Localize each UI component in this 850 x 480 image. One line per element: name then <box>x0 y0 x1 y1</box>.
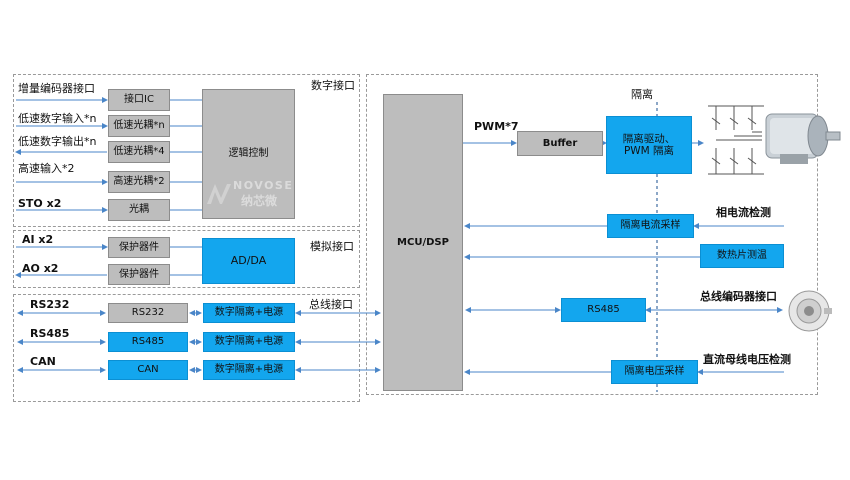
protection-device-block-2: 保护器件 <box>108 264 170 285</box>
protection-device-block-1: 保护器件 <box>108 237 170 258</box>
digital-isolation-power-block-1: 数字隔离+电源 <box>203 303 295 323</box>
analog-interface-frame <box>13 230 360 288</box>
bus-interface-title: 总线接口 <box>309 298 353 311</box>
low-speed-optocoupler-n-block: 低速光耦*n <box>108 115 170 137</box>
can-label: CAN <box>30 355 56 368</box>
digital-isolation-power-block-2: 数字隔离+电源 <box>203 332 295 352</box>
low-speed-digital-input-label: 低速数字输入*n <box>18 112 97 125</box>
isolated-gate-driver-block: 隔离驱动、 PWM 隔离 <box>606 116 692 174</box>
ai-label: AI x2 <box>22 233 54 246</box>
isolated-voltage-sampling-block: 隔离电压采样 <box>611 360 698 384</box>
encoder-image <box>788 290 832 332</box>
thermistor-block: 数热片测温 <box>700 244 784 268</box>
dc-bus-voltage-detect-label: 直流母线电压检测 <box>703 353 791 366</box>
inverter-motor-image <box>708 105 841 175</box>
pwm-label: PWM*7 <box>474 120 519 133</box>
low-speed-digital-output-label: 低速数字输出*n <box>18 135 97 148</box>
sto-label: STO x2 <box>18 197 62 210</box>
high-speed-optocoupler-block: 高速光耦*2 <box>108 171 170 193</box>
bus-encoder-label: 总线编码器接口 <box>700 290 777 303</box>
rs485-isolation-block: RS485 <box>561 298 646 322</box>
encoder-input-label: 增量编码器接口 <box>18 82 95 95</box>
logo-mark-icon <box>207 184 231 204</box>
digital-interface-title: 数字接口 <box>311 79 355 92</box>
optocoupler-block: 光耦 <box>108 199 170 221</box>
rs485-transceiver-block: RS485 <box>108 332 188 352</box>
can-transceiver-block: CAN <box>108 360 188 380</box>
ad-da-block: AD/DA <box>202 238 295 284</box>
rs232-label: RS232 <box>30 298 70 311</box>
digital-isolation-power-block-3: 数字隔离+电源 <box>203 360 295 380</box>
logo-text-cn: 纳芯微 <box>241 194 278 208</box>
rs485-label: RS485 <box>30 327 70 340</box>
mcu-dsp-block: MCU/DSP <box>383 94 463 391</box>
isolation-label: 隔离 <box>631 88 653 101</box>
analog-interface-title: 模拟接口 <box>310 240 354 253</box>
interface-ic-block: 接口IC <box>108 89 170 111</box>
power-stage-frame <box>366 74 818 395</box>
buffer-block: Buffer <box>517 131 603 156</box>
phase-current-detect-label: 相电流检测 <box>716 206 771 219</box>
high-speed-input-label: 高速输入*2 <box>18 162 75 175</box>
novosense-logo: NOVOSE 纳芯微 <box>205 178 300 208</box>
digital-interface-frame <box>13 74 360 227</box>
rs232-transceiver-block: RS232 <box>108 303 188 323</box>
low-speed-optocoupler-4-block: 低速光耦*4 <box>108 141 170 163</box>
logo-text-en: NOVOSE <box>233 179 294 192</box>
isolated-current-sampling-block: 隔离电流采样 <box>607 214 694 238</box>
bus-interface-frame <box>13 294 360 402</box>
ao-label: AO x2 <box>22 262 59 275</box>
